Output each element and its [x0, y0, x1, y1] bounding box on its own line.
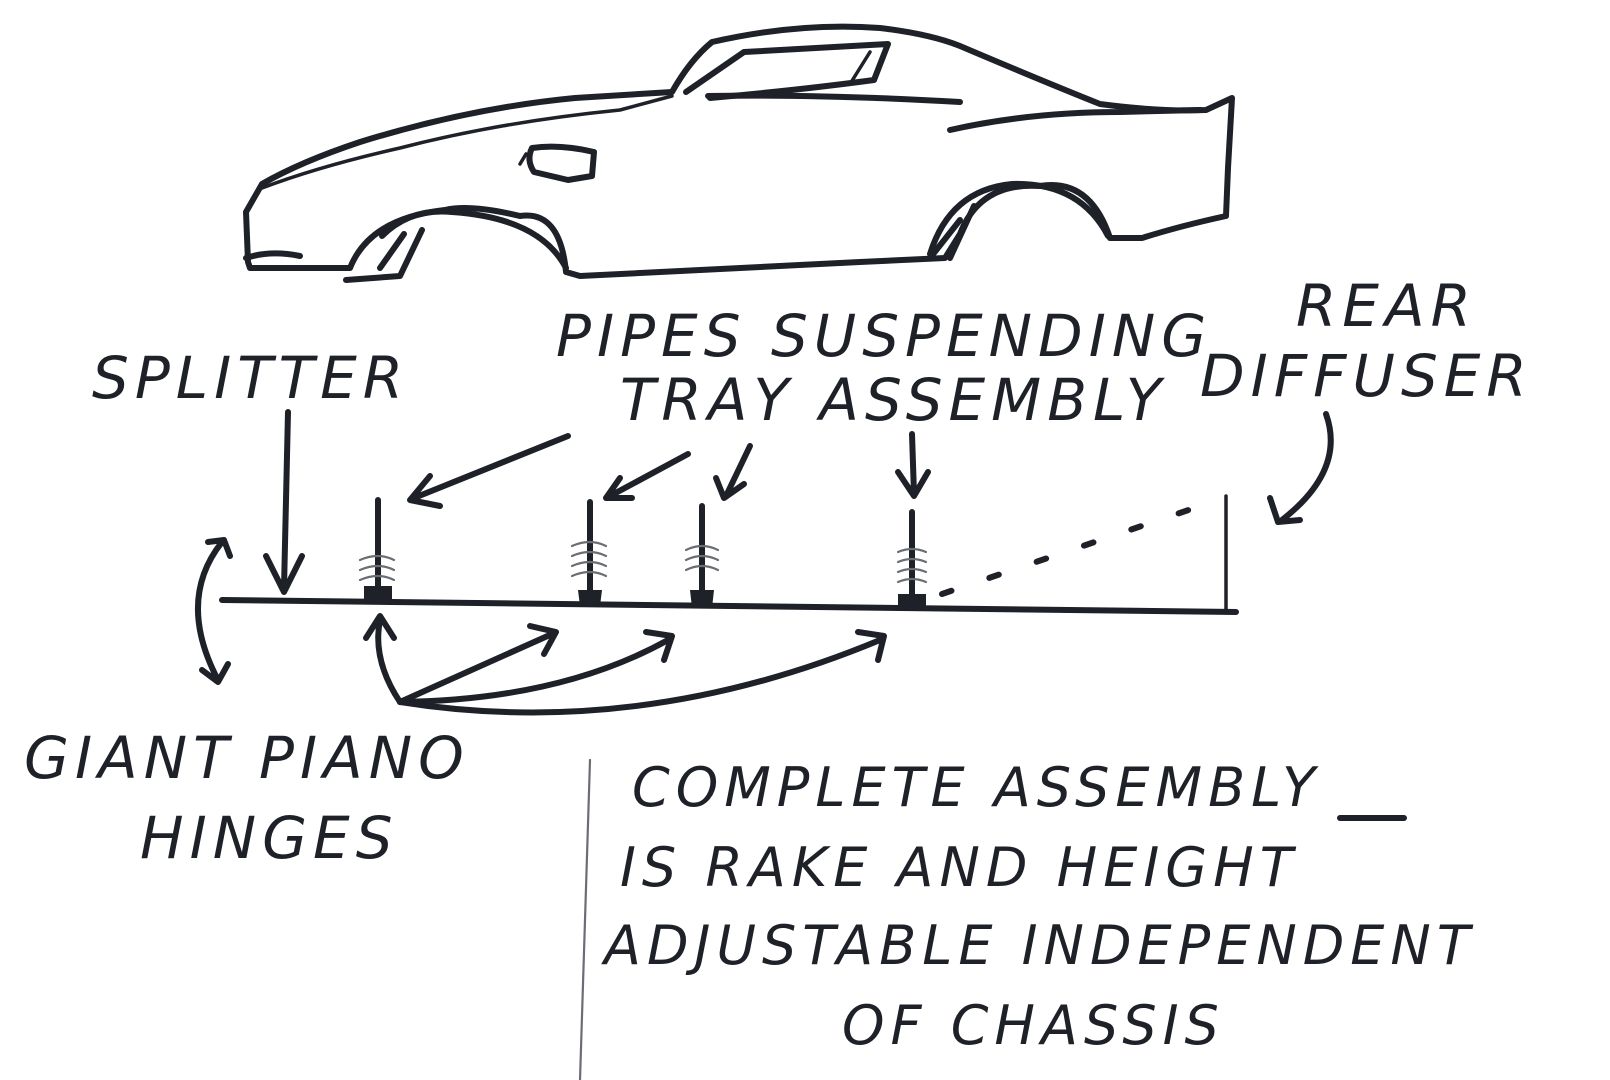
hinge-arrow-4 [397, 629, 887, 716]
suspension-pipe-4 [896, 509, 928, 610]
splitter-label: SPLITTER [92, 344, 409, 412]
hinge-arrow-2 [397, 623, 559, 705]
hinge-rotation-arrow [194, 537, 233, 685]
rear-diffuser-label-line1: REAR [1296, 272, 1477, 340]
rear-diffuser-arrow [1267, 411, 1334, 525]
note-line4: OF CHASSIS [842, 994, 1225, 1057]
tray-assembly [219, 494, 1239, 615]
hood-line [260, 94, 674, 190]
suspension-pipe-1 [358, 497, 396, 604]
pipes-label-line1: PIPES SUSPENDING [556, 302, 1212, 370]
annotation-arrows [194, 409, 1334, 716]
car-outline [243, 23, 1235, 283]
hinge-arrow-1 [363, 613, 403, 705]
hinges-label-line2: HINGES [140, 804, 399, 872]
a-pillar [848, 50, 872, 86]
pipe-arrow-4 [895, 431, 931, 499]
rear-diffuser-label-line2: DIFFUSER [1200, 342, 1533, 410]
suspension-pipe-2 [570, 499, 608, 606]
pipe-arrow-3 [713, 443, 753, 501]
beltline [705, 92, 963, 105]
pipe-arrow-1 [407, 433, 571, 509]
note-line1: COMPLETE ASSEMBLY [632, 756, 1321, 819]
paper-crease [578, 758, 592, 1080]
front-wheel-mark [343, 227, 425, 283]
note-line2: IS RAKE AND HEIGHT [620, 836, 1299, 899]
hinges-label-line1: GIANT PIANO [24, 724, 470, 792]
front-wheel-arch [379, 208, 569, 271]
pipe-arrow-2 [603, 451, 691, 501]
mirror-stem [518, 152, 528, 166]
pipes-label-line2: TRAY ASSEMBLY [620, 366, 1167, 434]
splitter-arrow [263, 409, 305, 595]
diffuser-dashes [939, 499, 1215, 597]
rear-wheel-arch [927, 180, 1111, 257]
car-body-profile [243, 23, 1235, 279]
note-line3: ADJUSTABLE INDEPENDENT [601, 914, 1476, 977]
hinge-arrow-3 [397, 629, 675, 705]
rear-quarter-line [947, 107, 1203, 133]
mirror [526, 143, 597, 183]
rear-wheel-mark [927, 203, 977, 261]
front-lip [243, 250, 303, 261]
suspension-pipe-3 [684, 503, 720, 608]
